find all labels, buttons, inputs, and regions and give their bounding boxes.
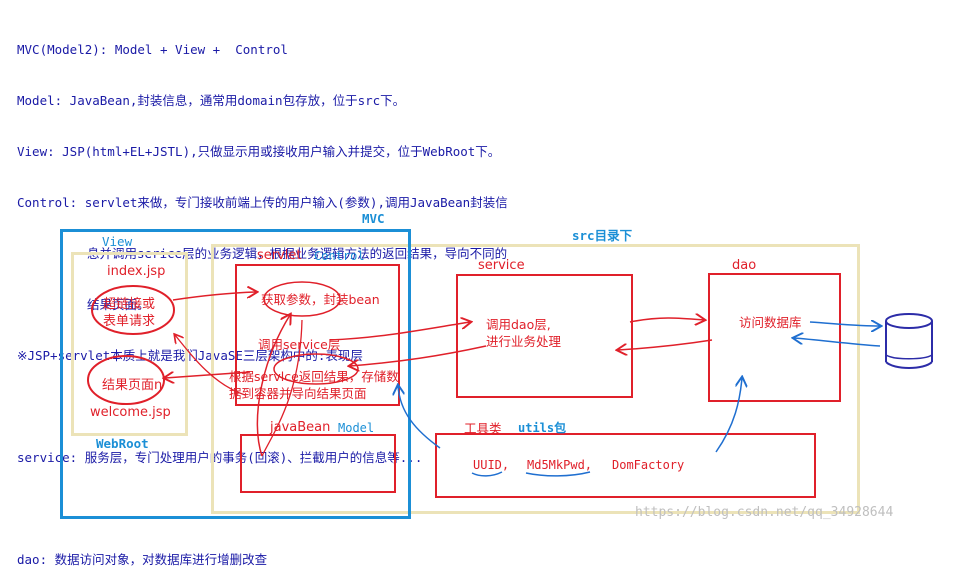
- call-service-text: 调用service层: [258, 337, 341, 352]
- utils-to-dao-arrow: [715, 378, 742, 453]
- hyperlink-form-text-2: 表单请求: [103, 314, 156, 329]
- result-page-label: 结果页面n: [102, 378, 163, 393]
- note-line: 结果页面。: [87, 297, 150, 312]
- uuid-underline: [471, 471, 503, 477]
- model-label: Model: [338, 421, 375, 435]
- note-line: MVC(Model2): Model + View + Control: [17, 42, 288, 57]
- servlet-box: [235, 264, 400, 406]
- utils-to-servlet-arrow: [398, 386, 441, 449]
- service-text-2: 进行业务处理: [486, 334, 562, 349]
- service-to-servlet-arrow: [350, 345, 487, 366]
- result-page-oval: [87, 355, 165, 405]
- index-jsp-label: index.jsp: [107, 264, 166, 279]
- get-params-text: 获取参数，封装bean: [261, 292, 380, 307]
- utils-label-2: utils包: [518, 421, 567, 435]
- forward-result-arrow: [165, 371, 251, 378]
- dao-to-db-arrow: [809, 322, 880, 326]
- service-to-dao-arrow: [629, 318, 704, 322]
- servlet-label: servlet: [257, 248, 302, 263]
- src-region: [211, 244, 860, 514]
- webroot-region: [71, 252, 188, 436]
- util-domfactory: DomFactory: [612, 458, 685, 472]
- get-params-oval: [263, 281, 341, 317]
- javabean-box: [240, 434, 396, 493]
- note-line: dao: 数据访问对象，对数据库进行增删改查: [17, 552, 268, 567]
- utils-label-1: 工具类: [464, 421, 502, 436]
- db-to-dao-arrow: [794, 338, 881, 347]
- note-line: View: JSP(html+EL+JSTL),只做显示用或接收用户输入并提交，…: [17, 144, 501, 159]
- util-md5: Md5MkPwd,: [527, 458, 593, 472]
- md5-underline: [525, 471, 591, 477]
- bean-loop: [261, 319, 303, 457]
- webroot-label: WebRoot: [96, 436, 149, 451]
- view-label: View: [102, 234, 133, 249]
- note-line: ※JSP+servlet本质上就是我们JavaSE三层架构中的:表现层: [17, 348, 363, 363]
- return-text-2: 据到容器并导向结果页面: [229, 386, 367, 401]
- database-icon: [885, 313, 933, 369]
- welcome-jsp-label: welcome.jsp: [90, 405, 171, 420]
- control-label: Control: [314, 249, 365, 263]
- dao-box: [708, 273, 841, 402]
- bean-up-arrow: [256, 315, 290, 457]
- dao-to-service-arrow: [618, 339, 713, 350]
- hyperlink-form-text-1: 超链接或: [103, 297, 156, 312]
- watermark: https://blog.csdn.net/qq_34928644: [635, 505, 894, 520]
- hyperlink-oval: [91, 285, 175, 335]
- note-line: Control: servlet来做，专门接收前端上传的用户输入(参数),调用J…: [17, 195, 508, 210]
- util-uuid: UUID,: [473, 458, 510, 472]
- servlet-to-service-arrow: [329, 322, 470, 341]
- request-arrow: [172, 292, 256, 301]
- dao-text: 访问数据库: [739, 315, 802, 330]
- call-service-oval: [273, 353, 359, 385]
- note-line: 息并调用serice层的业务逻辑，根据业务逻辑方法的返回结果，导向不同的: [87, 246, 508, 261]
- utils-box: [435, 433, 816, 498]
- diagram-strokes: [87, 281, 933, 477]
- back-to-view-arrow: [175, 335, 246, 396]
- service-box: [456, 274, 633, 398]
- service-text-1: 调用dao层,: [486, 317, 551, 332]
- service-label: service: [478, 258, 525, 273]
- mvc-label: MVC: [362, 211, 385, 226]
- dao-label: dao: [732, 258, 757, 273]
- javabean-label: javaBean: [270, 420, 331, 435]
- note-line: Model: JavaBean,封装信息，通常用domain包存放，位于src下…: [17, 93, 406, 108]
- mvc-region: [60, 229, 411, 519]
- src-label: src目录下: [572, 228, 633, 243]
